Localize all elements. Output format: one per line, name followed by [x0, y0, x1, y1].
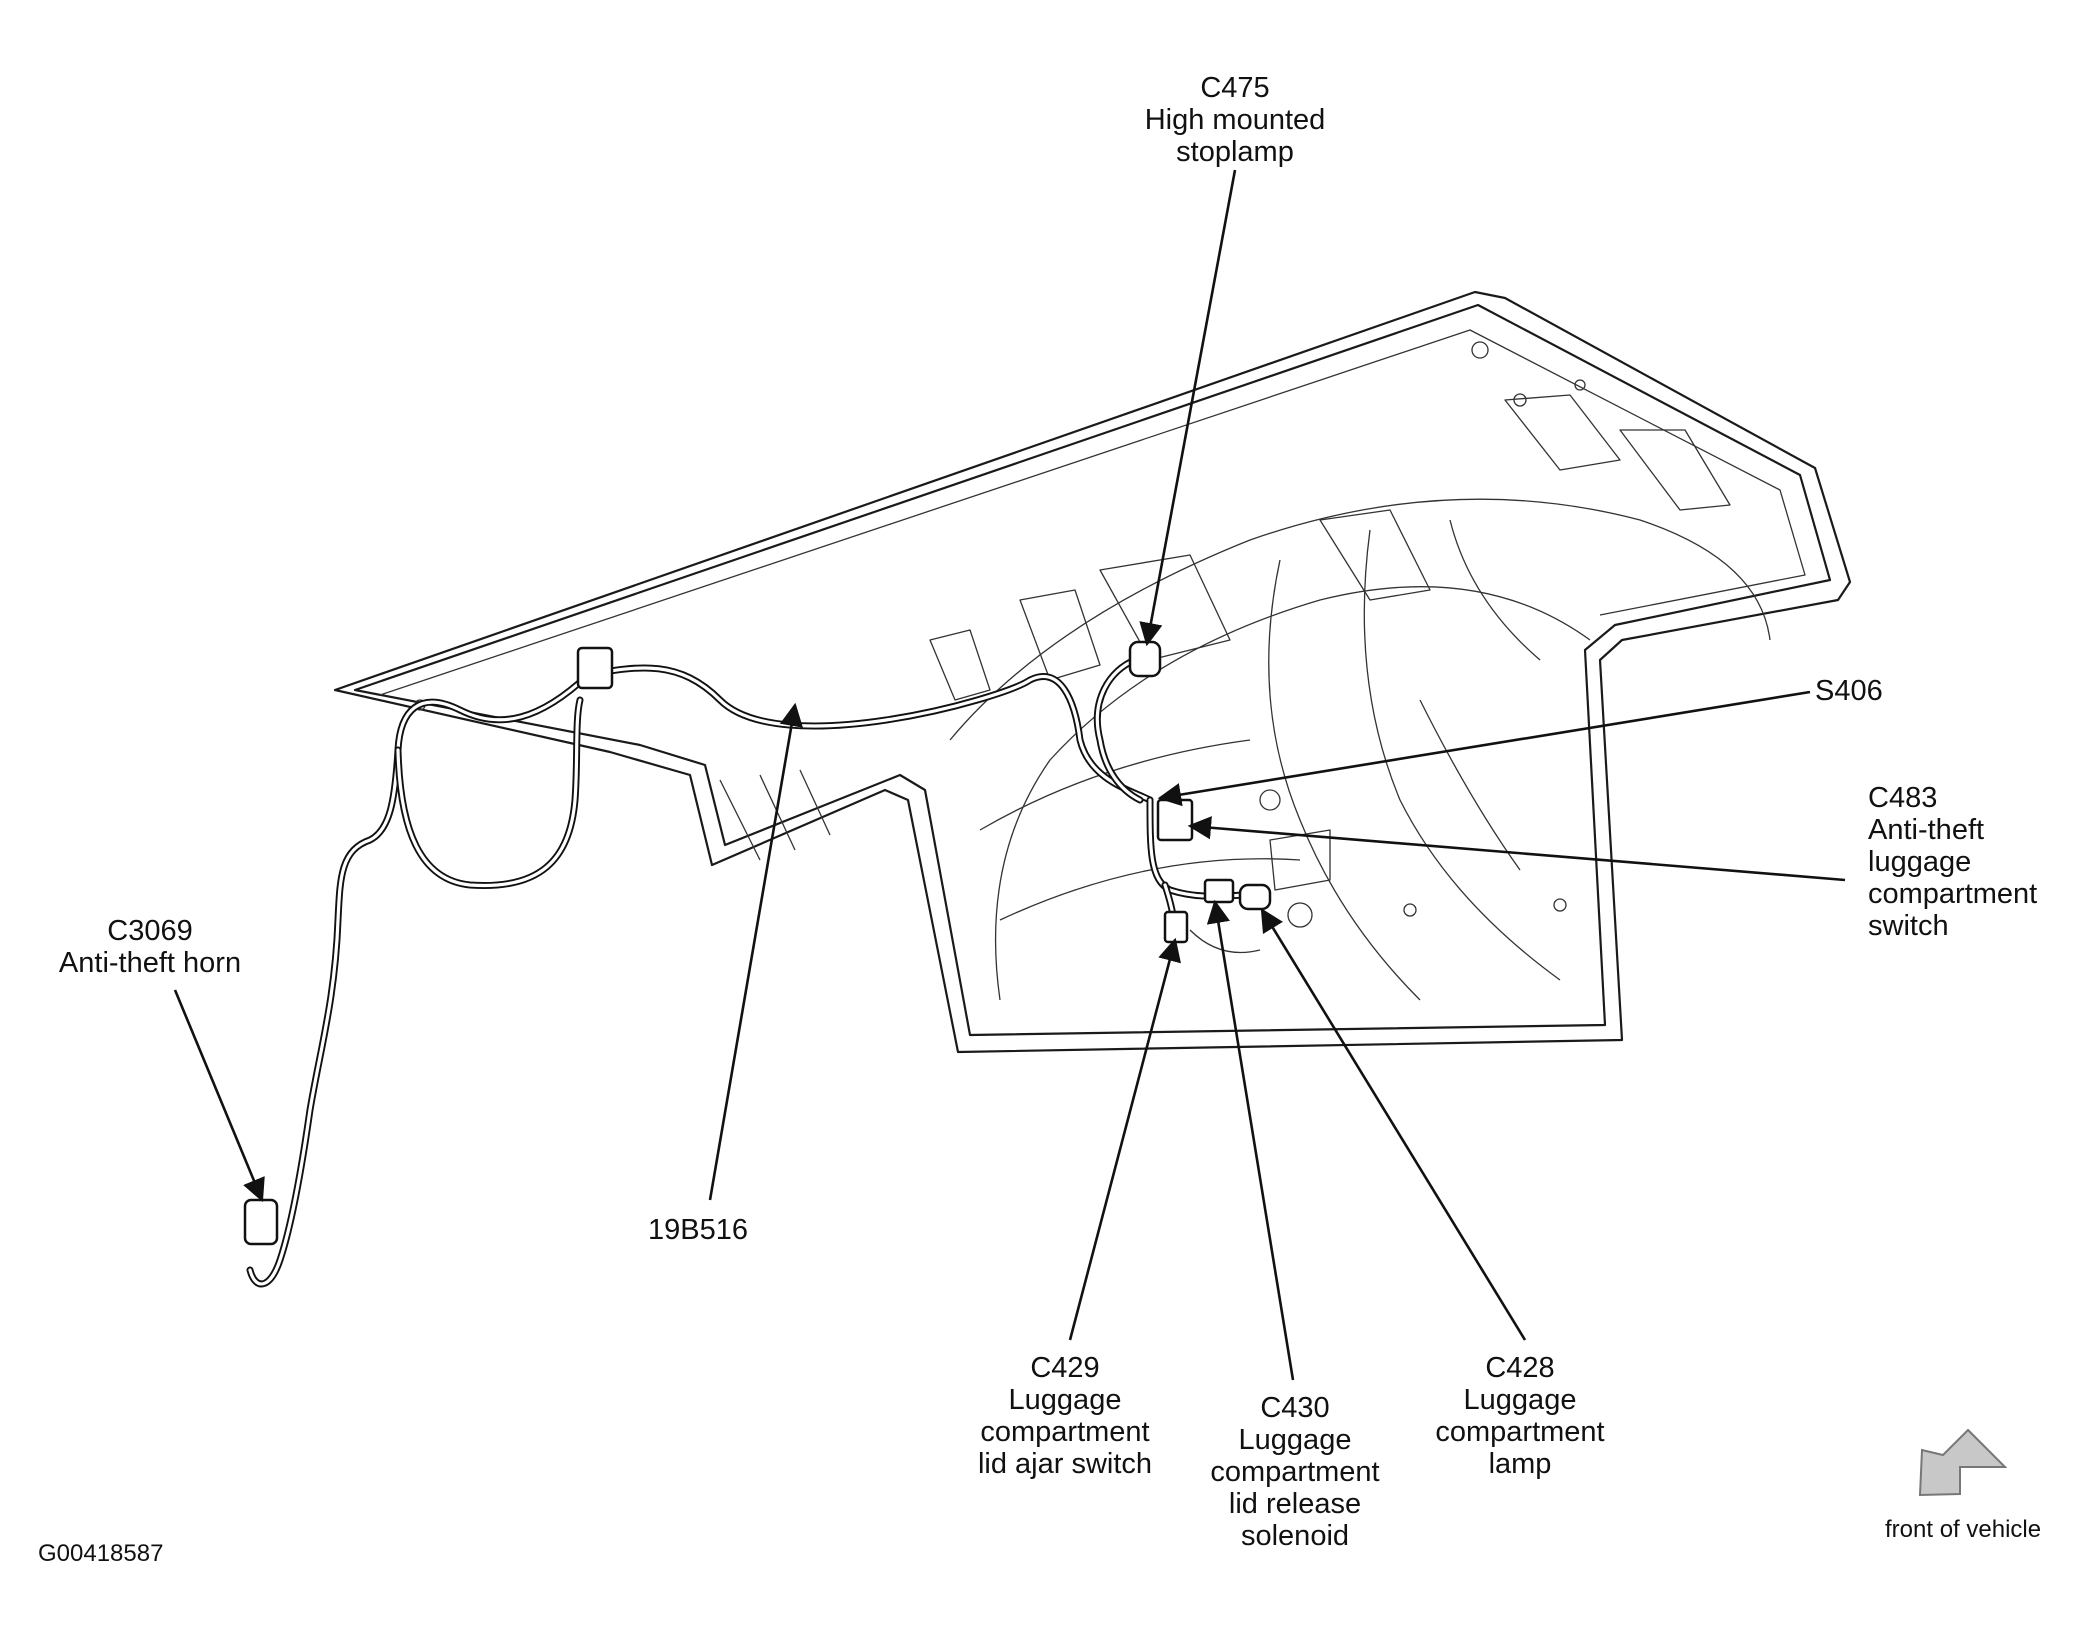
callout-c483: C483 Anti-theft luggage compartment swit… — [1868, 782, 2038, 942]
connector-c428 — [1238, 883, 1272, 911]
leader-c428 — [1260, 908, 1527, 1341]
connector-c475 — [1128, 640, 1162, 678]
leader-c429 — [1068, 937, 1181, 1341]
direction-note: front of vehicle — [1885, 1516, 2042, 1543]
leader-c483 — [1187, 816, 1846, 882]
connector-c430 — [1203, 878, 1235, 904]
connector-c483 — [1156, 798, 1194, 842]
callout-c430: C430 Luggage compartment lid release sol… — [1210, 1392, 1380, 1552]
leader-c430 — [1206, 899, 1295, 1381]
callout-c428: C428 Luggage compartment lamp — [1435, 1352, 1605, 1480]
image-code: G00418587 — [38, 1540, 164, 1567]
leader-s406 — [1157, 690, 1811, 807]
callout-c475: C475 High mounted stoplamp — [1144, 72, 1326, 168]
connector-c429 — [1163, 910, 1189, 944]
callout-c429: C429 Luggage compartment lid ajar switch — [977, 1352, 1153, 1480]
leader-c475 — [1139, 169, 1237, 647]
connector-main — [576, 646, 614, 690]
arrow-down-left-icon — [1918, 1428, 2008, 1497]
callout-c3069: C3069 Anti-theft horn — [58, 915, 242, 979]
leader-c3069 — [173, 989, 265, 1203]
wiring-harness-19b516 — [246, 656, 1254, 1288]
leader-19b516 — [708, 702, 803, 1201]
callout-s406: S406 — [1815, 675, 1883, 707]
connector-c3069 — [243, 1198, 279, 1246]
trunk-lid-panel — [333, 290, 1852, 1054]
callout-19b516: 19B516 — [648, 1214, 748, 1246]
